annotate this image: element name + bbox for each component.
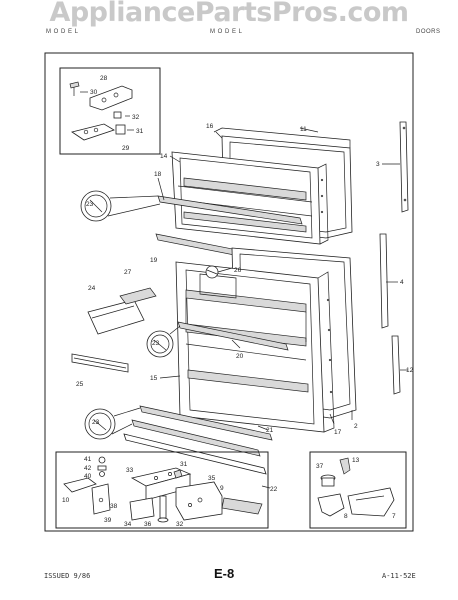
callout-19: 19 (150, 257, 158, 264)
callout-17: 17 (334, 429, 342, 436)
callout-13: 13 (352, 457, 360, 464)
leader-15 (159, 375, 181, 379)
callout-8: 8 (344, 513, 348, 520)
leader-18 (157, 177, 165, 201)
callout-2: 2 (354, 423, 358, 430)
callout-32: 32 (132, 114, 140, 121)
callout-37: 37 (316, 463, 324, 470)
callout-34: 34 (124, 521, 132, 528)
callout-18: 18 (154, 171, 162, 178)
shelf-bar-lower (131, 419, 261, 457)
callout-36: 36 (144, 521, 152, 528)
leader-14 (169, 155, 181, 163)
callout-42: 42 (84, 465, 92, 472)
callout-23-middle: 23 (152, 340, 160, 347)
callout-31: 31 (136, 128, 144, 135)
callout-3: 3 (376, 161, 380, 168)
door-trim-strip-lower (379, 233, 389, 329)
callout-23-lower: 23 (92, 419, 100, 426)
callout-22: 22 (270, 486, 278, 493)
leader-16 (215, 131, 223, 139)
header-center: M O D E L (210, 29, 243, 35)
callout-31-lower: 31 (180, 461, 188, 468)
inset-bottom-right (309, 451, 407, 529)
callout-24: 24 (88, 285, 96, 292)
callout-27: 27 (124, 269, 132, 276)
detail-bubble-middle (146, 325, 181, 358)
door-trim-strip-upper (399, 121, 409, 213)
detail-bubble-top (80, 190, 161, 222)
callout-labels: 28 30 32 31 29 16 11 3 14 18 23 19 4 24 … (62, 75, 414, 528)
watermark: AppliancePartsPros.com (49, 0, 409, 28)
header-left: M O D E L (46, 29, 79, 35)
door-trim-strip-bottom (391, 335, 401, 395)
callout-11: 11 (300, 126, 307, 133)
callout-9: 9 (220, 485, 224, 492)
callout-30: 30 (90, 89, 98, 96)
footer-code: A-11-52E (382, 572, 416, 580)
shelf-bar-middle (139, 405, 273, 441)
callout-25: 25 (76, 381, 84, 388)
callout-10: 10 (62, 497, 70, 504)
shelf-bar-upper (177, 321, 289, 351)
callout-14: 14 (160, 153, 168, 160)
callout-40: 40 (84, 473, 92, 480)
fresh-food-door-liner (175, 261, 335, 433)
callout-32-lower: 32 (176, 521, 184, 528)
detail-bubble-lower (84, 407, 141, 440)
inset-top-hinge (59, 67, 161, 155)
door-bottom-rail (123, 433, 267, 475)
diagram-frame (44, 52, 414, 532)
inset-bottom-hinge (55, 451, 269, 529)
callout-28: 28 (100, 75, 108, 82)
leader-26 (217, 267, 233, 273)
callout-38: 38 (110, 503, 118, 510)
callout-12: 12 (406, 367, 414, 374)
callout-26: 26 (234, 267, 242, 274)
callout-21: 21 (266, 427, 274, 434)
callout-23-top: 23 (86, 201, 94, 208)
header-right: DOORS (416, 29, 441, 35)
callout-39: 39 (104, 517, 112, 524)
footer-issued: ISSUED 9/86 (44, 572, 91, 580)
callout-7: 7 (392, 513, 396, 520)
callout-41: 41 (84, 456, 92, 463)
leader-20 (231, 339, 241, 349)
callout-29: 29 (122, 145, 130, 152)
freezer-shelf-bar (157, 195, 303, 225)
leader-21 (257, 425, 269, 431)
leader-11 (299, 127, 319, 133)
callout-20: 20 (236, 353, 244, 360)
dairy-door-bracket (119, 287, 157, 305)
callout-15: 15 (150, 375, 158, 382)
callout-16: 16 (206, 123, 214, 130)
callout-4: 4 (400, 279, 404, 286)
footer-page-number: E-8 (214, 566, 235, 581)
leader-17 (329, 413, 335, 425)
dairy-door (87, 299, 145, 335)
callout-35: 35 (208, 475, 216, 482)
callout-33: 33 (126, 467, 134, 474)
leader-22 (261, 485, 271, 489)
